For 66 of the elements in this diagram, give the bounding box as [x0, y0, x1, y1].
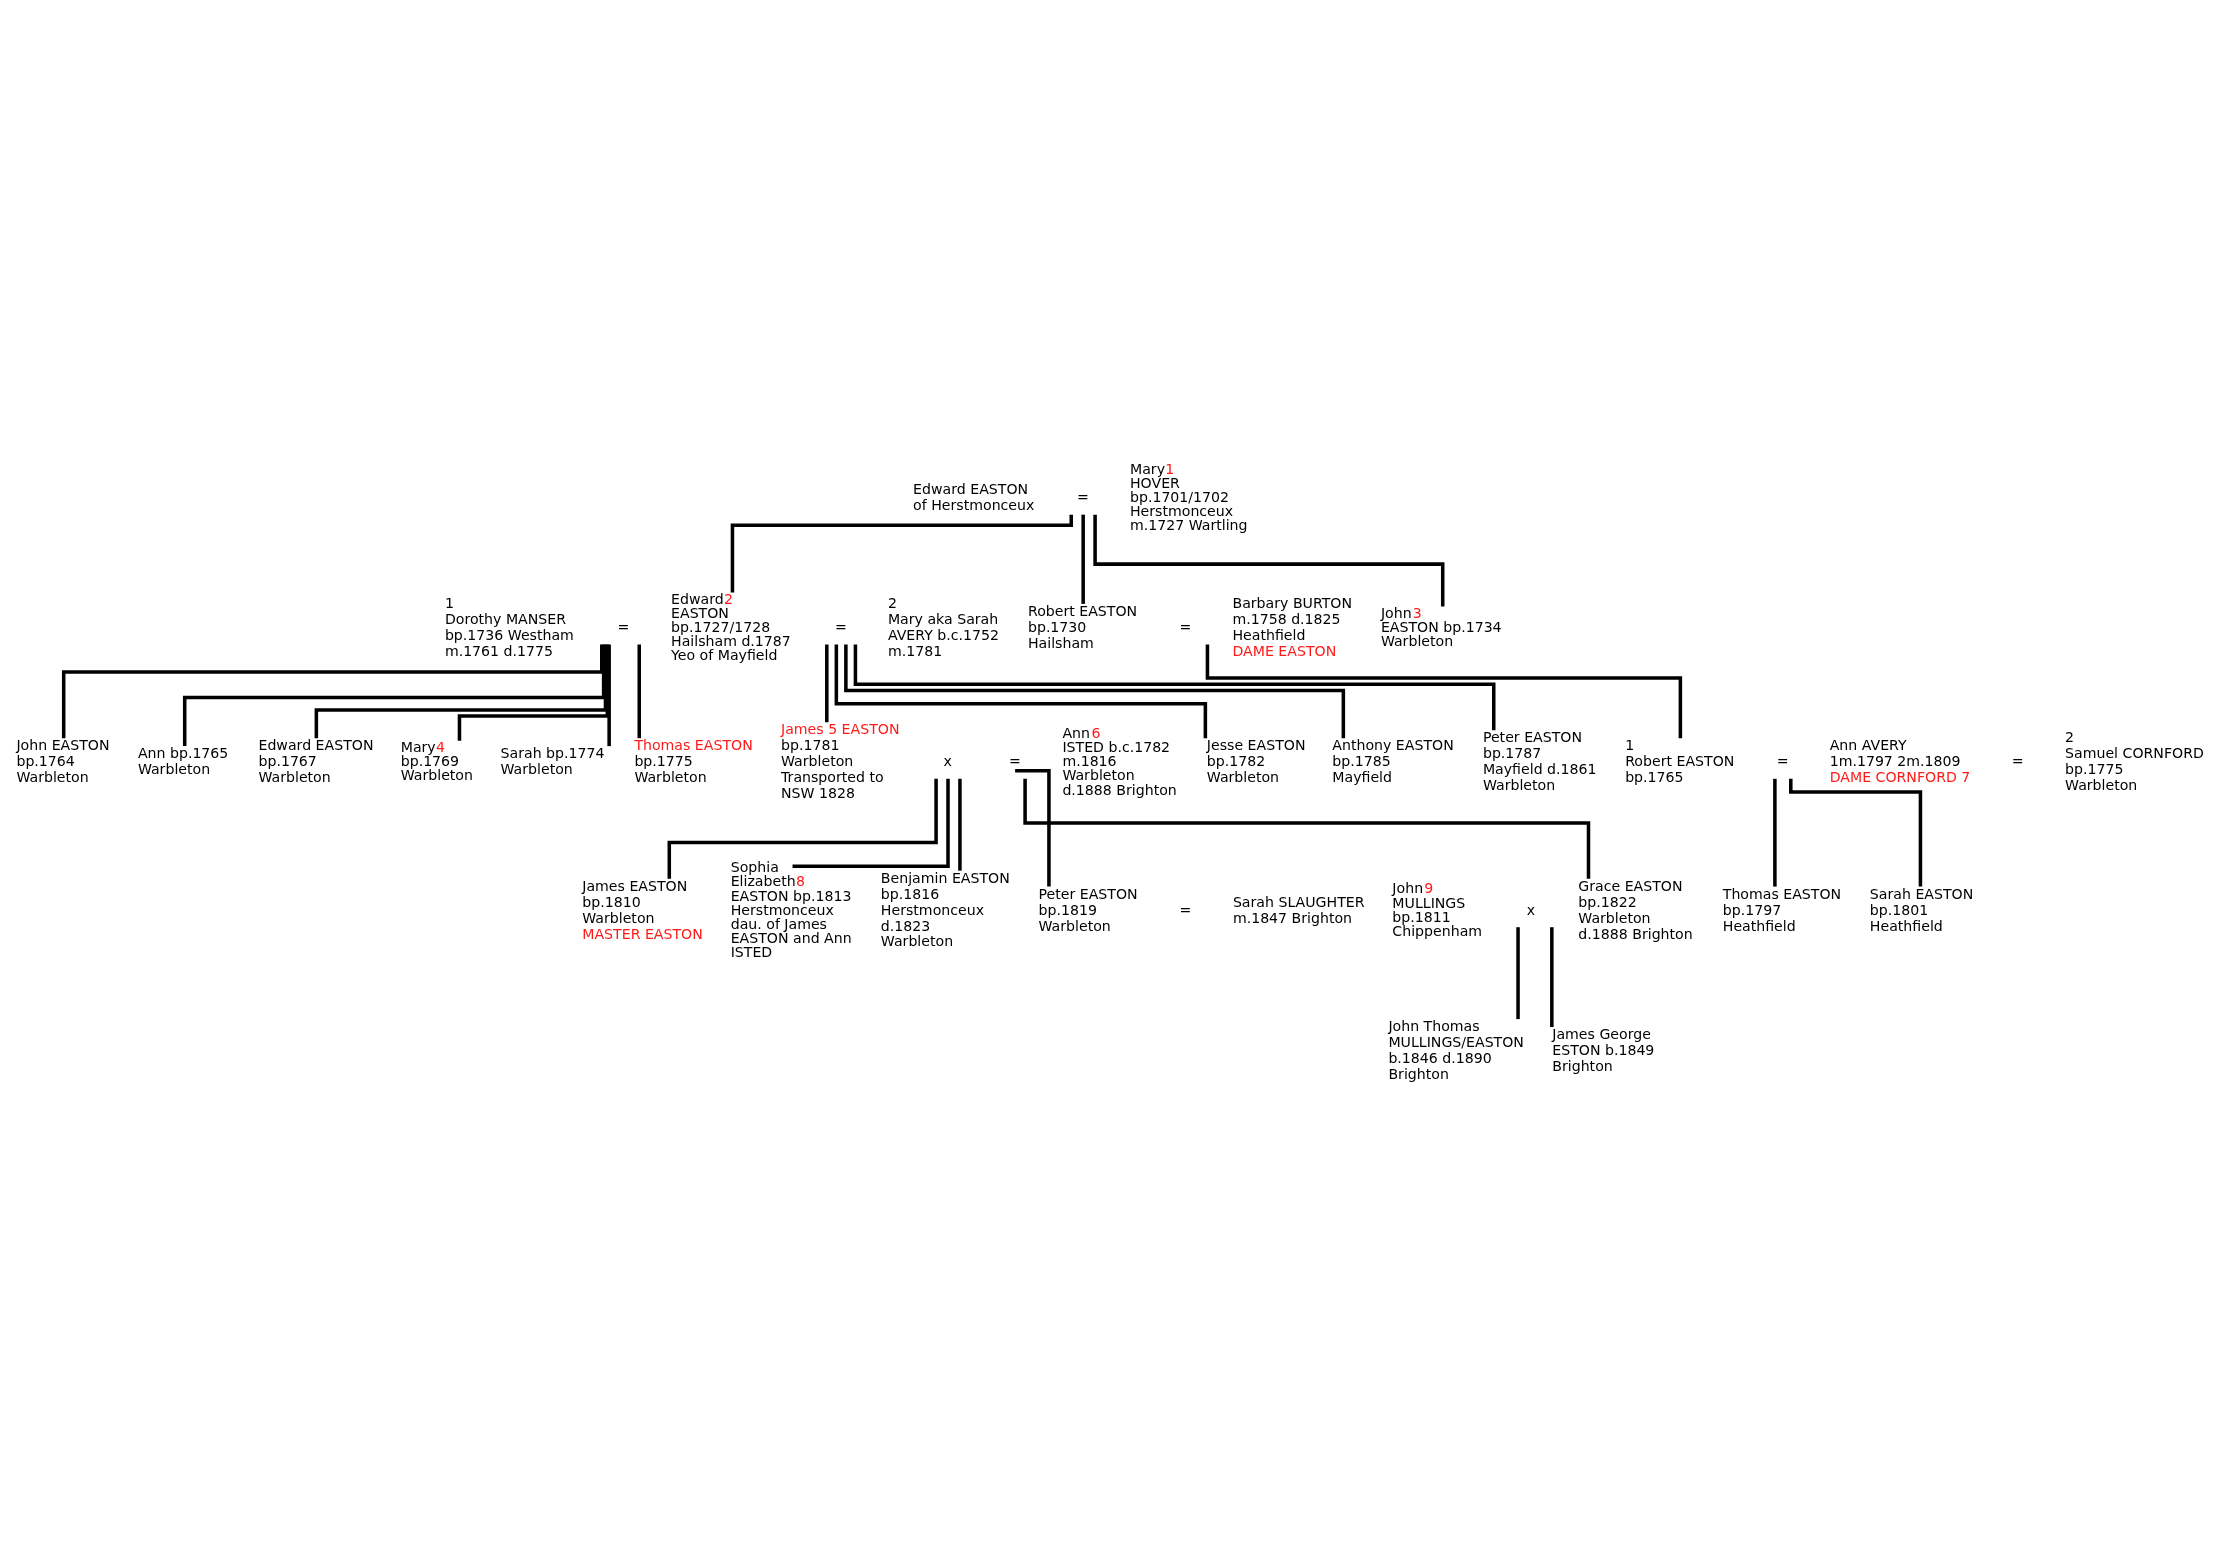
- node-text: x: [1526, 901, 1536, 918]
- connector: [1550, 927, 1554, 1028]
- node-text: Thomas EASTON bp.1797 Heathfield: [1722, 885, 1842, 934]
- node-text: =: [2011, 753, 2024, 770]
- connector: [844, 644, 1346, 739]
- connector: [607, 644, 611, 747]
- node-text: =: [1776, 753, 1789, 770]
- node-text: Jesse EASTON bp.1782 Warbleton: [1206, 737, 1306, 786]
- node-text: =: [834, 618, 847, 635]
- node-text: Ann bp.1765 Warbleton: [137, 745, 229, 778]
- connector: [1516, 927, 1520, 1020]
- node-text: 2 Mary aka Sarah AVERY b.c.1752 m.1781: [887, 595, 999, 659]
- node-text: Sarah EASTON bp.1801 Heathfield: [1869, 885, 1974, 934]
- node-text: John Thomas MULLINGS/EASTON b.1846 d.1890 Brighton: [1388, 1018, 1524, 1082]
- node-text: Edward EASTON of Herstmonceux: [913, 481, 1035, 514]
- node-text: 2 Samuel CORNFORD bp.1775 Warbleton: [2065, 729, 2204, 794]
- connector: [1205, 644, 1683, 739]
- node-text: Ann AVERY 1m.1797 2m.1809 DAME CORNFORD 7: [1829, 737, 1971, 786]
- node-text: =: [1179, 618, 1192, 635]
- node-text: James George ESTON b.1849 Brighton: [1552, 1026, 1655, 1075]
- connector: [314, 644, 608, 739]
- connector: [853, 644, 1496, 731]
- node-text: James EASTON bp.1810 Warbleton MASTER EASTON: [582, 877, 703, 942]
- connector: [730, 514, 1073, 593]
- connector: [457, 644, 610, 741]
- node-text: 1 Robert EASTON bp.1765: [1625, 737, 1735, 786]
- node-text: John 3 EASTON bp.1734 Warbleton: [1380, 604, 1502, 650]
- node-text: John EASTON bp.1764 Warbleton: [16, 737, 110, 786]
- node-text: =: [1008, 753, 1021, 770]
- connector: [637, 644, 641, 739]
- node-text: Sarah bp.1774 Warbleton: [500, 745, 605, 778]
- node-text: Edward2 EASTON bp.1727/1728 Hailsham d.1787 Yeo of Mayfield: [671, 590, 791, 664]
- connector: [61, 644, 604, 739]
- connector: [1789, 778, 1923, 887]
- connector: [834, 644, 1208, 739]
- connector: [1081, 514, 1085, 604]
- node-text: Mary4 bp.1769 Warbleton: [400, 739, 473, 784]
- connector: [1023, 778, 1591, 879]
- connector: [958, 778, 962, 871]
- node-text: =: [1076, 489, 1089, 506]
- node-text: Barbary BURTON m.1758 d.1825 Heathfield DAME EASTON: [1232, 595, 1353, 659]
- node-text: Robert EASTON bp.1730 Hailsham: [1027, 603, 1138, 651]
- node-text: James 5 EASTON bp.1781 Warbleton Transported to NSW 1828: [781, 721, 900, 802]
- connector: [825, 644, 829, 723]
- node-text: =: [617, 618, 630, 635]
- node-text: Peter EASTON bp.1819 Warbleton: [1038, 885, 1138, 934]
- node-text: Sarah SLAUGHTER m.1847 Brighton: [1232, 893, 1365, 926]
- node-text: Ann 6 ISTED b.c.1782 m.1816 Warbleton d.1888 Brighton: [1062, 724, 1177, 798]
- node-text: 1 Dorothy MANSER bp.1736 Westham m.1761 d.1775: [444, 595, 574, 659]
- node-text: Grace EASTON bp.1822 Warbleton d.1888 Brighton: [1578, 877, 1693, 942]
- connector: [667, 778, 938, 879]
- node-text: Sophia Elizabeth8 EASTON bp.1813 Herstmonceux dau. of James EASTON and Ann ISTED: [730, 859, 852, 961]
- connector: [1093, 514, 1445, 607]
- connector: [792, 778, 950, 869]
- node-text: Edward EASTON bp.1767 Warbleton: [258, 737, 374, 786]
- connector: [1773, 778, 1777, 887]
- node-text: x: [943, 753, 952, 770]
- node-text: Peter EASTON bp.1787 Mayfield d.1861 Warbleton: [1482, 729, 1597, 794]
- connector: [1015, 769, 1051, 887]
- node-text: Benjamin EASTON bp.1816 Herstmonceux d.1823 Warbleton: [880, 869, 1010, 950]
- connector: [182, 644, 606, 747]
- node-text: Mary1 HOVER bp.1701/1702 Herstmonceux m.1727 Wartling: [1129, 460, 1248, 534]
- node-text: Thomas EASTON bp.1775 Warbleton: [634, 737, 753, 786]
- node-text: =: [1179, 901, 1192, 918]
- node-text: John 9 MULLINGS bp.1811 Chippenham: [1392, 880, 1483, 939]
- node-text: Anthony EASTON bp.1785 Mayfield: [1332, 737, 1454, 786]
